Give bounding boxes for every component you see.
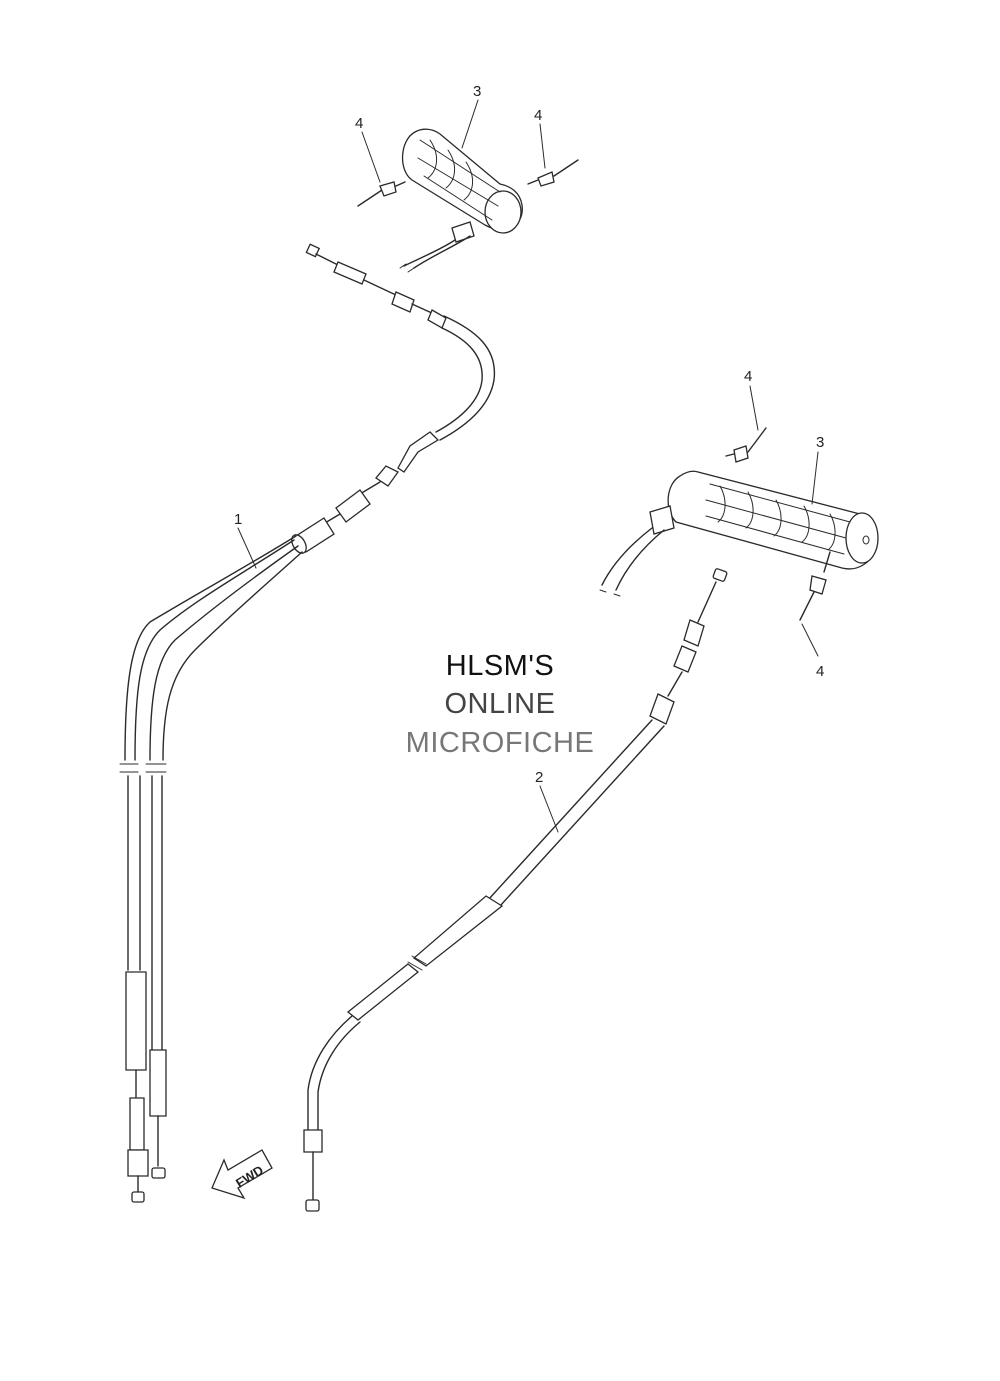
leader-2 [539,785,559,833]
callout-4-top-left: 4 [355,115,363,132]
callout-2: 2 [535,769,543,786]
leader-4-right-lower [801,623,819,657]
cable-1 [119,243,496,1203]
callout-4-right-lower: 4 [816,663,824,680]
pin-right-upper [725,427,767,463]
pin-upper-right [527,159,579,187]
fwd-arrow: FWD [211,1149,273,1200]
pin-upper-left [357,181,406,207]
pin-right-lower [799,551,831,621]
leader-3-top [461,99,479,149]
watermark-line-3: MICROFICHE [405,727,595,759]
callout-3-right: 3 [816,434,824,451]
leader-1 [237,527,257,569]
watermark-line-1: HLSM'S [445,650,555,682]
callout-4-right-upper: 4 [744,368,752,385]
watermark-line-2: ONLINE [444,688,556,720]
callout-3-top: 3 [473,83,481,100]
leader-4-right-upper [749,385,759,431]
leader-4-top-left [361,131,381,183]
leader-4-top-right [539,123,546,169]
cable-2 [303,568,728,1212]
leader-3-right [811,451,819,505]
grip-right [599,470,879,597]
callout-1: 1 [234,511,242,528]
grip-upper [399,128,523,273]
callout-4-top-right: 4 [534,107,542,124]
